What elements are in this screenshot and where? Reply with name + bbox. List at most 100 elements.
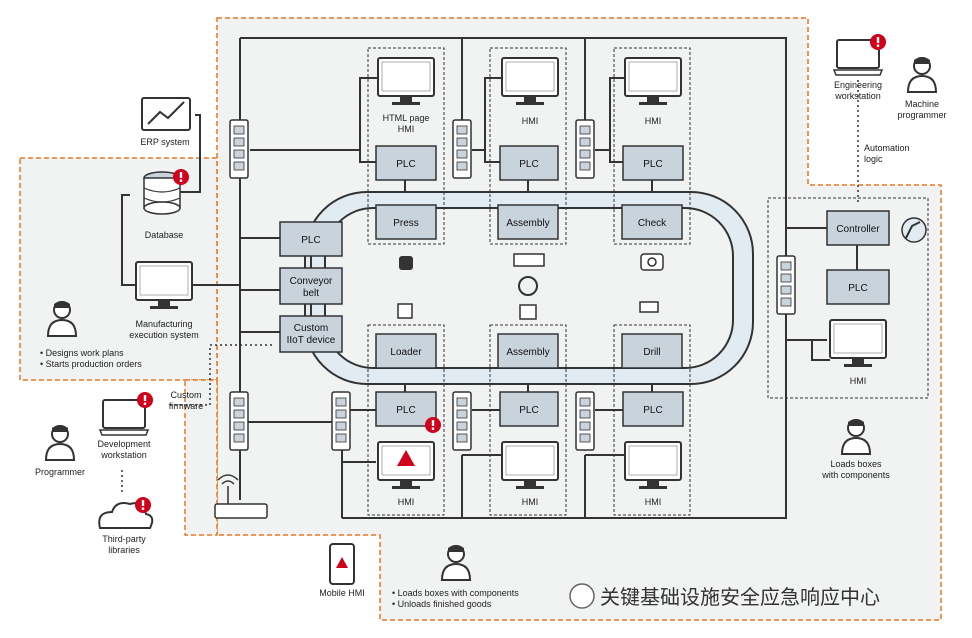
- switch-icon: [575, 119, 595, 179]
- alert-icon: [137, 392, 153, 408]
- plc-label: PLC: [519, 405, 538, 416]
- development-zone: Custom firmware Development workstation …: [35, 390, 203, 555]
- switch-icon: [452, 119, 472, 179]
- person-icon: [907, 56, 937, 93]
- hmi-label: HMI: [645, 116, 662, 126]
- libraries-label-2: libraries: [108, 545, 140, 555]
- assembly-box[interactable]: [497, 333, 559, 369]
- conveyor-controls: PLC Conveyor belt Custom IIoT device: [279, 221, 343, 353]
- hmi-label: HMI: [645, 497, 662, 507]
- mes-label-2: execution system: [129, 330, 199, 340]
- worker-label: Loads boxes: [830, 459, 882, 469]
- switch-icon: [229, 119, 249, 179]
- bottom-area: Mobile HMI • Loads boxes with components…: [214, 474, 880, 609]
- hmi-label: HMI: [850, 376, 867, 386]
- programmer-label: Programmer: [35, 467, 85, 477]
- switch-icon: [229, 391, 249, 451]
- zone-development: [184, 379, 218, 536]
- person-icon: [45, 424, 75, 461]
- conveyor-label-2: belt: [303, 288, 319, 299]
- plc-box[interactable]: [826, 269, 890, 305]
- robot-arm-icon: [901, 217, 927, 243]
- conveyor-belt-box[interactable]: [279, 267, 343, 305]
- plc-box[interactable]: [499, 391, 559, 427]
- devws-label: Development: [97, 439, 151, 449]
- custom-firmware-label-2: firmware: [169, 401, 204, 411]
- iiot-device-box[interactable]: [279, 315, 343, 353]
- mobile-hmi-label: Mobile HMI: [319, 588, 365, 598]
- bottom-cell-2: Assembly PLC HMI: [497, 333, 559, 507]
- bottom-cell-1: Loader PLC HMI: [375, 333, 441, 507]
- html-hmi-label: HTML page: [383, 113, 430, 123]
- hmi-label: HMI: [522, 497, 539, 507]
- automation-logic-label-2: logic: [864, 154, 883, 164]
- camera-icon: [640, 253, 664, 271]
- plc-box[interactable]: [375, 145, 437, 181]
- cycle-icon: [518, 276, 538, 296]
- bottom-cell-3: Drill PLC HMI: [621, 333, 684, 507]
- controller-label: Controller: [836, 224, 880, 235]
- iiot-label: Custom: [294, 323, 328, 334]
- machine-programmer-label: Machine: [905, 99, 939, 109]
- devws-label-2: workstation: [100, 450, 147, 460]
- eng-ws-label: Engineering: [834, 80, 882, 90]
- bottom-bullet-1: • Loads boxes with components: [392, 588, 519, 598]
- libraries-label: Third-party: [102, 534, 146, 544]
- plc-box[interactable]: [622, 391, 684, 427]
- box-icon: [519, 304, 537, 320]
- press-label: Press: [393, 218, 419, 229]
- alert-icon: [173, 169, 189, 185]
- machine-programmer-label-2: programmer: [897, 110, 946, 120]
- assembly-box[interactable]: [497, 204, 559, 240]
- serial-links: [121, 80, 859, 495]
- alert-icon: [870, 34, 886, 50]
- loader-label: Loader: [390, 347, 422, 358]
- automation-logic-label: Automation: [864, 143, 910, 153]
- controller-box[interactable]: [826, 210, 890, 246]
- plc-box[interactable]: [279, 221, 343, 257]
- plc-label: PLC: [643, 159, 662, 170]
- drill-icon: [639, 301, 659, 313]
- html-hmi-label-2: HMI: [398, 124, 415, 134]
- robot-cell: Controller PLC HMI Loads boxes with comp…: [821, 210, 927, 480]
- hmi-label: HMI: [522, 116, 539, 126]
- top-cell-3: HMI PLC Check: [621, 57, 684, 240]
- alert-icon: [135, 497, 151, 513]
- plc-label: PLC: [519, 159, 538, 170]
- enterprise-bullet-1: • Designs work plans: [40, 348, 124, 358]
- custom-firmware-label: Custom: [170, 390, 201, 400]
- drill-box[interactable]: [621, 333, 683, 369]
- engineering-area: Engineering workstation Machine programm…: [833, 34, 947, 164]
- bottom-bullet-2: • Unloads finished goods: [392, 599, 492, 609]
- check-box[interactable]: [621, 204, 683, 240]
- warning-icon: [397, 450, 415, 466]
- database-label: Database: [145, 230, 184, 240]
- download-icon: [397, 303, 413, 319]
- top-cell-2: HMI PLC Assembly: [497, 57, 559, 240]
- erp-monitor: [141, 97, 191, 131]
- plc-box[interactable]: [375, 391, 437, 427]
- enterprise-zone: ERP system Database Manufacturing execut…: [40, 97, 199, 369]
- switch-icon: [452, 391, 472, 451]
- plc-label: PLC: [848, 283, 867, 294]
- conveyor-label: Conveyor: [290, 276, 333, 287]
- switch-icon: [331, 391, 351, 451]
- assembly-label: Assembly: [506, 347, 549, 358]
- plc-label: PLC: [396, 405, 415, 416]
- loader-box[interactable]: [375, 333, 437, 369]
- conveyor-rollers-icon: [513, 253, 545, 267]
- machine-icons: [397, 253, 664, 320]
- plc-box[interactable]: [499, 145, 559, 181]
- assembly-label: Assembly: [506, 218, 549, 229]
- erp-label: ERP system: [140, 137, 189, 147]
- eng-ws-label-2: workstation: [834, 91, 881, 101]
- iiot-label-2: IIoT device: [287, 335, 336, 346]
- switch-icon: [575, 391, 595, 451]
- check-label: Check: [638, 218, 667, 229]
- plc-label: PLC: [301, 235, 320, 246]
- press-box[interactable]: [375, 204, 437, 240]
- plc-box[interactable]: [622, 145, 684, 181]
- mobile-icon: [329, 543, 355, 585]
- switch-icon: [776, 255, 796, 315]
